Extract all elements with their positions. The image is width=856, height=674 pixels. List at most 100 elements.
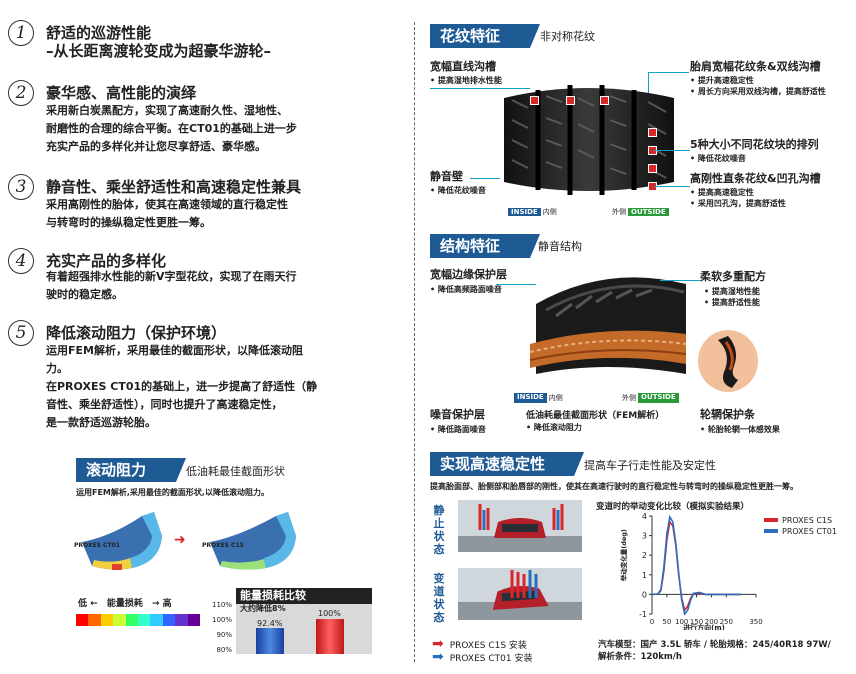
legend-label-c1s: PROXES C1S (782, 516, 832, 525)
chart-xtick-label: 0 (650, 618, 654, 626)
tire-structure-image (516, 264, 692, 388)
stability-desc: 提高胎面部、胎侧部和胎唇部的刚性，使其在高速行驶时的直行稳定性与转弯时的操纵稳定… (430, 482, 798, 491)
sidewall-title: 静音壁 (430, 170, 463, 183)
rib-sub-2: • 采用凹孔沟，提高舒适性 (690, 199, 786, 208)
marker-block-1 (648, 128, 657, 137)
pattern-subheader: 非对称花纹 (540, 30, 595, 43)
shoulder-sub-2: • 周长方向采用双线沟槽，提高舒适性 (690, 87, 826, 96)
structure-header: 结构特征 (430, 234, 540, 258)
feature-title-4: 充实产品的多样化 (46, 252, 167, 270)
energy-bar-c1s (256, 628, 284, 654)
leader-sidewall (470, 178, 500, 179)
compound-sub-2: • 提高舒适性能 (704, 298, 760, 307)
chart-ytick-label: 4 (642, 512, 647, 521)
feature-number-4: 4 (8, 248, 34, 274)
chart-ytick-label: 3 (642, 532, 647, 541)
energy-color-scale (76, 614, 201, 626)
chart-xtick-label: 250 (720, 618, 733, 626)
leader-groove (430, 88, 530, 89)
chart-ytick-label: -1 (639, 610, 647, 619)
stability-subheader: 提高车子行走性能及安定性 (584, 459, 716, 472)
compound-title: 柔软多重配方 (700, 270, 766, 283)
legend-label-ct01: PROXES CT01 (782, 527, 837, 536)
feature-body-2: 采用新白炭黑配方，实现了高速耐久性、湿地性、 耐磨性的合理的综合平衡。在CT01… (46, 104, 297, 153)
fem-c1s-image: PROXES C1S (200, 506, 310, 578)
scale-legend: 低 ← 能量损耗 → 高 (78, 599, 172, 609)
rolling-subheader: 低油耗最佳截面形状 (186, 465, 285, 478)
structure-subheader: 静音结构 (538, 240, 582, 253)
chart-xtick-label: 100 (675, 618, 688, 626)
feature-title-3: 静音性、乘坐舒适性和高速稳定性兼具 (46, 178, 302, 196)
feature-body-5: 运用FEM解析，采用最佳的截面形状，以降低滚动阻 力。 在PROXES CT01… (46, 344, 318, 429)
chart-title: 变道时的举动变化比较（模拟实验结果） (596, 502, 750, 512)
cross-title: 低油耗最佳截面形状（FEM解析） (526, 411, 665, 421)
rim-title: 轮辋保护条 (700, 408, 755, 421)
tread-pattern-image (498, 78, 680, 198)
chart-xtick-label: 150 (690, 618, 703, 626)
rib-title: 高刚性直条花纹&凹孔沟槽 (690, 172, 821, 185)
vehicle-info: 汽车模型：国产 3.5L 轿车 / 轮胎规格：245/40R18 97W/ (598, 640, 831, 650)
feature-title-1: 舒适的巡游性能 (46, 24, 152, 42)
rib-sub-1: • 提高高速稳定性 (690, 188, 754, 197)
car-static-image (458, 500, 582, 552)
energy-ticks: 110% 100% 90% 80% (211, 601, 232, 654)
fem-arrow-icon: ➜ (174, 532, 186, 548)
feature-body-4: 有着超强排水性能的新V字型花纹，实现了在雨天行 驶时的稳定感。 (46, 270, 297, 301)
turn-label: 变道状态 (433, 572, 445, 624)
rim-guard-image (698, 330, 758, 392)
legend-ct01-arrow-icon: ➡ (432, 649, 444, 665)
outside-indicator: 外侧 OUTSIDE (612, 207, 669, 217)
feature-number-5: 5 (8, 320, 34, 346)
condition-info: 解析条件：120km/h (598, 652, 682, 662)
chart-xtick-label: 350 (749, 618, 762, 626)
chart-xtick-label: 50 (662, 618, 671, 626)
noise-title: 噪音保护层 (430, 408, 485, 421)
sidewall-sub: • 降低花纹噪音 (430, 186, 486, 195)
static-label: 静止状态 (433, 504, 445, 556)
feature-number-3: 3 (8, 174, 34, 200)
column-divider (414, 22, 415, 662)
block-sub: • 降低花纹噪音 (690, 154, 746, 163)
feature-title-5: 降低滚动阻力（保护环境） (46, 324, 227, 342)
fem-ct01-image: PROXES CT01 (72, 506, 172, 578)
fem-ct01-label: PROXES CT01 (74, 542, 120, 549)
groove-sub: • 提高湿地排水性能 (430, 76, 502, 85)
shoulder-title: 胎肩宽幅花纹条&双线沟槽 (690, 60, 821, 73)
leader-block (654, 150, 690, 151)
feature-number-2: 2 (8, 80, 34, 106)
energy-value-ct01: 100% (318, 609, 341, 618)
noise-sub: • 降低路面噪音 (430, 425, 486, 434)
feature-title-2: 豪华感、高性能的演绎 (46, 84, 197, 102)
edge-title: 宽幅边缘保护层 (430, 268, 507, 281)
chart-ytick-label: 2 (642, 551, 647, 560)
leader-shoulder (648, 72, 689, 93)
shoulder-sub-1: • 提升高速稳定性 (690, 76, 754, 85)
rim-sub: • 轮胎轮辋一体感效果 (700, 425, 780, 434)
series-line-ct01 (651, 514, 742, 616)
stability-header: 实现高速稳定性 (430, 452, 584, 476)
legend-c1s-arrow-icon: ➡ (432, 636, 444, 652)
pattern-header: 花纹特征 (430, 24, 540, 48)
chart-ytick-label: 1 (642, 571, 647, 580)
energy-compare-title: 能量损耗比较 (236, 588, 372, 604)
chart-ytick-label: 0 (642, 590, 647, 599)
leader-compound (660, 280, 700, 281)
compound-sub-1: • 提高湿地性能 (704, 287, 760, 296)
rolling-desc: 运用FEM解析,采用最佳的截面形状,以降低滚动阻力。 (76, 488, 269, 497)
chart-xtick-label: 200 (705, 618, 718, 626)
legend-swatch-c1s (764, 518, 778, 522)
block-title: 5种大小不同花纹块的排列 (690, 138, 819, 151)
cross-sub: • 降低滚动阻力 (526, 423, 582, 432)
structure-outside-indicator: 外侧 OUTSIDE (622, 393, 679, 403)
chart-xlabel: 进行方向(m) (683, 623, 725, 630)
groove-title: 宽幅直线沟槽 (430, 60, 496, 73)
marker-block-3 (648, 164, 657, 173)
legend-swatch-ct01 (764, 529, 778, 533)
leader-edge (496, 284, 536, 285)
inside-indicator: INSIDE 内侧 (508, 207, 557, 217)
energy-bar-ct01 (316, 619, 344, 654)
leader-rib (654, 186, 690, 187)
rolling-header: 滚动阻力 (76, 458, 186, 482)
legend-ct01: ➡ PROXES CT01 安装 (432, 649, 533, 665)
